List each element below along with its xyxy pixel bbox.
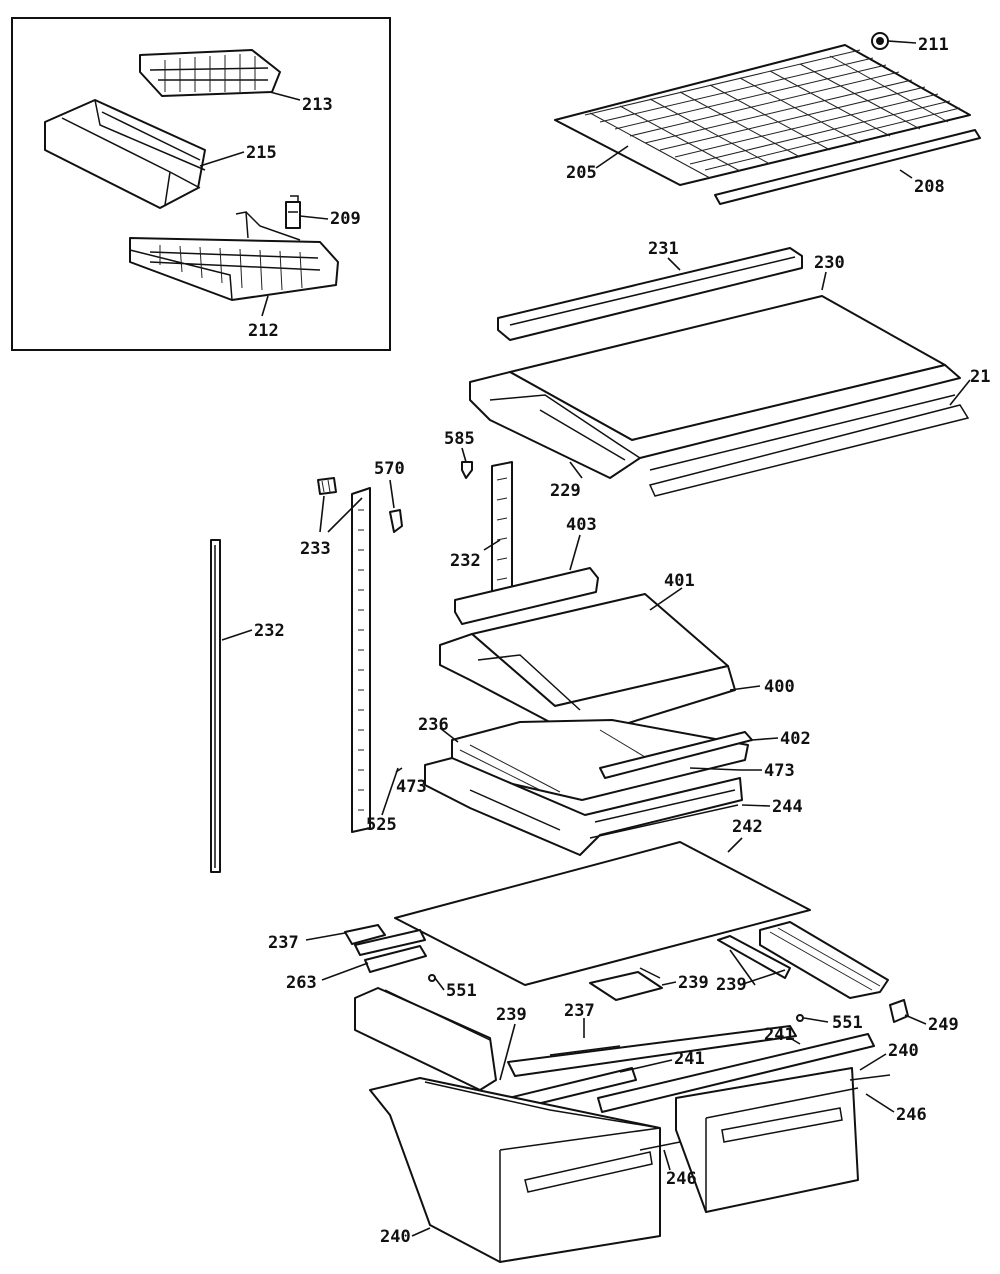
part-205-wire-shelf <box>554 44 971 186</box>
part-240-drawer-right <box>675 1067 891 1213</box>
callout-402: 402 <box>780 729 811 749</box>
callout-237-center: 237 <box>564 1001 595 1021</box>
callout-240-right: 240 <box>888 1041 919 1061</box>
callout-21: 21 <box>970 367 990 387</box>
callout-241-center: 241 <box>674 1049 705 1069</box>
callout-525: 525 <box>366 815 397 835</box>
part-263-trim <box>364 945 427 973</box>
callout-239-left: 239 <box>496 1005 527 1025</box>
callout-585: 585 <box>444 429 475 449</box>
part-212-tray-rack <box>129 211 339 301</box>
callout-401: 401 <box>664 571 695 591</box>
callout-229: 229 <box>550 481 581 501</box>
callout-263: 263 <box>286 973 317 993</box>
part-244-drawer-frame <box>424 757 743 856</box>
callout-212: 212 <box>248 321 279 341</box>
part-551-screw-left <box>428 974 436 982</box>
callout-244: 244 <box>772 797 803 817</box>
part-209-clip <box>285 195 301 229</box>
part-242-glass-panel <box>394 841 811 986</box>
part-213-ice-tray <box>139 49 281 97</box>
part-241-rail-right <box>597 1033 875 1113</box>
callout-232-left: 232 <box>254 621 285 641</box>
callout-215: 215 <box>246 143 277 163</box>
callout-400: 400 <box>764 677 795 697</box>
callout-labels: 211 213 215 209 212 205 208 231 230 21 5… <box>246 35 990 1247</box>
part-232-ladder-rail-center <box>491 461 513 595</box>
part-237-bracket-left <box>344 924 426 956</box>
part-211-cap <box>871 32 889 50</box>
leader-lines <box>199 40 971 1237</box>
callout-239-right: 239 <box>716 975 747 995</box>
callout-473-left: 473 <box>396 777 427 797</box>
inset-frame <box>11 17 391 351</box>
callout-236: 236 <box>418 715 449 735</box>
callout-241-right: 241 <box>764 1025 795 1045</box>
part-249-latch <box>889 999 909 1023</box>
callout-473-right: 473 <box>764 761 795 781</box>
callout-209: 209 <box>330 209 361 229</box>
callout-233: 233 <box>300 539 331 559</box>
callout-403: 403 <box>566 515 597 535</box>
callout-231: 231 <box>648 239 679 259</box>
part-right-slide-rail <box>717 921 889 999</box>
callout-211: 211 <box>918 35 949 55</box>
part-232-ladder-rail-left <box>210 539 221 873</box>
part-551-screw-right <box>796 1014 804 1022</box>
callout-239-center: 239 <box>678 973 709 993</box>
part-239-clip-center <box>589 967 663 1001</box>
part-237-bracket-center <box>507 1025 797 1077</box>
part-208-trim <box>714 129 981 205</box>
callout-242: 242 <box>732 817 763 837</box>
part-585-screw <box>461 461 473 479</box>
part-570-screw <box>389 509 403 533</box>
part-215-ice-bucket <box>44 99 206 209</box>
part-229-shelf-frame <box>469 364 970 497</box>
part-403-trim <box>454 567 599 625</box>
callout-237-left: 237 <box>268 933 299 953</box>
callout-570: 570 <box>374 459 405 479</box>
callout-208: 208 <box>914 177 945 197</box>
callout-246-left: 246 <box>666 1169 697 1189</box>
callout-213: 213 <box>302 95 333 115</box>
callout-230: 230 <box>814 253 845 273</box>
part-left-drawer-support <box>354 987 497 1091</box>
callout-205: 205 <box>566 163 597 183</box>
callout-240-left: 240 <box>380 1227 411 1247</box>
callout-551-left: 551 <box>446 981 477 1001</box>
callout-249: 249 <box>928 1015 959 1035</box>
part-233-bumper <box>317 477 337 495</box>
callout-232-center: 232 <box>450 551 481 571</box>
callout-551-right: 551 <box>832 1013 863 1033</box>
part-525-side-rail <box>351 487 371 833</box>
callout-246-right: 246 <box>896 1105 927 1125</box>
part-240-drawer-left <box>369 1077 681 1263</box>
part-231-front-trim <box>497 247 803 341</box>
